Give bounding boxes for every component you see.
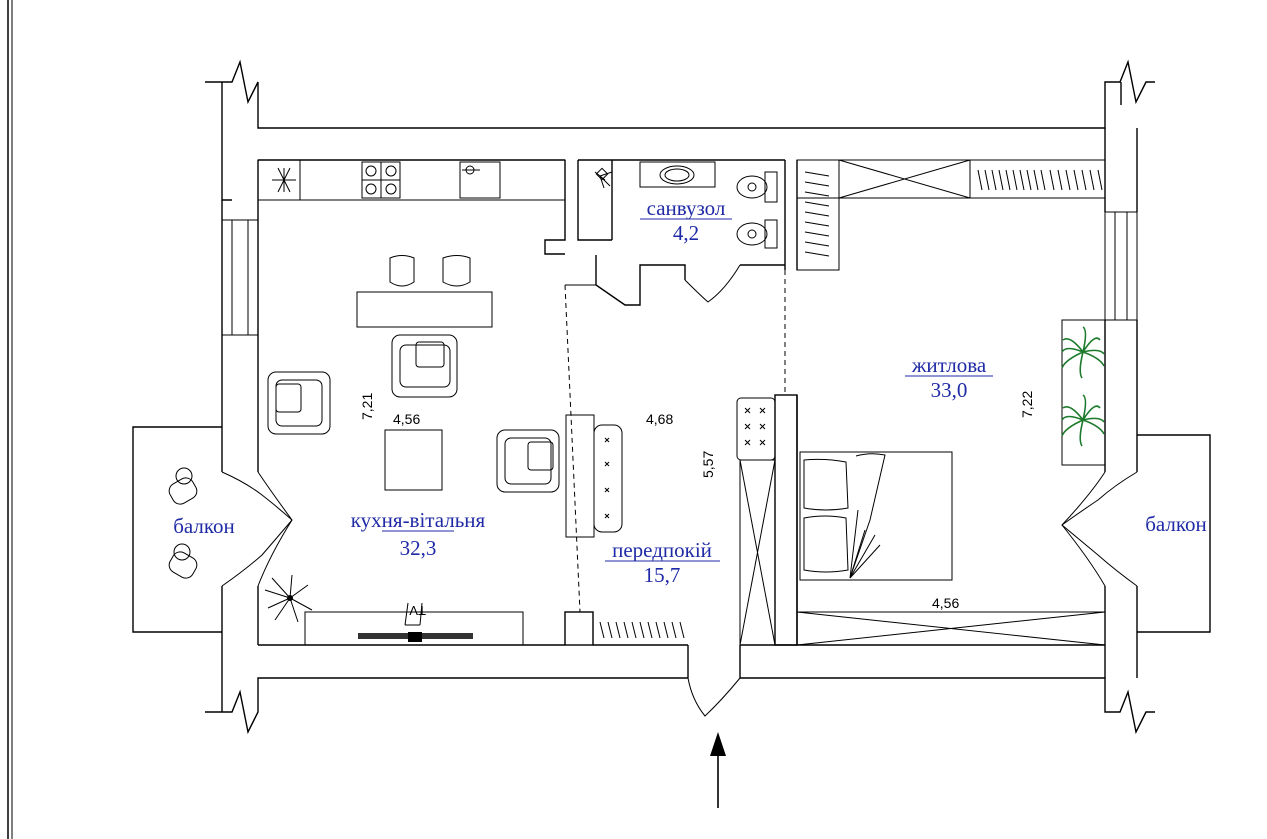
- plant-icon: [1061, 326, 1105, 447]
- dimension-hallway-width: 4,68: [646, 411, 673, 427]
- cabinet-icon: [744, 407, 766, 446]
- dimension-kitchen-height: 7,21: [359, 393, 375, 420]
- armchair-icon: [267, 371, 331, 435]
- dimension-living-width: 4,56: [932, 595, 959, 611]
- room-name-hallway: передпокій: [612, 538, 712, 562]
- armchair-icon: [496, 429, 560, 493]
- sink-icon: [459, 161, 501, 199]
- stove-icon: [361, 161, 401, 199]
- bed-icon: [799, 451, 953, 581]
- balcony-chair-icon: [168, 467, 198, 579]
- dimension-living-height: 7,22: [1019, 391, 1035, 418]
- sofa-icon: [565, 414, 623, 538]
- balcony-left: [132, 426, 293, 633]
- room-area-living: 33,0: [931, 378, 968, 402]
- entrance-arrow-icon: [710, 732, 726, 808]
- bidet-icon: [736, 219, 778, 249]
- page-border: [7, 0, 13, 839]
- room-name-kitchen-living: кухня-вітальня: [351, 508, 486, 532]
- tv-label: TV: [409, 603, 426, 618]
- hanger-rail-icon: [599, 169, 1103, 639]
- plant-icon: [264, 574, 313, 623]
- interior-walls: [257, 159, 1106, 717]
- coffee-table: [384, 429, 443, 491]
- room-name-living: житлова: [911, 353, 987, 377]
- planter: [1061, 319, 1106, 466]
- window-left: [221, 219, 259, 336]
- room-name-bathroom: санвузол: [647, 196, 726, 220]
- toilet-icon: [736, 171, 778, 203]
- armchair-icon: [391, 334, 458, 398]
- dimension-hallway-height: 5,57: [700, 451, 716, 478]
- balcony-right: [1061, 434, 1211, 633]
- room-area-bathroom: 4,2: [673, 221, 699, 245]
- shower-icon: [594, 167, 613, 189]
- washbasin-icon: [639, 161, 716, 188]
- room-area-kitchen-living: 32,3: [400, 536, 437, 560]
- bar-stool-icon: [389, 255, 471, 287]
- room-name-balcony-left: балкон: [173, 514, 235, 538]
- window-right: [1104, 211, 1138, 321]
- dimension-kitchen-width: 4,56: [393, 411, 420, 427]
- room-name-balcony-right: балкон: [1145, 512, 1207, 536]
- kitchen-island: [356, 291, 493, 328]
- fan-icon: [272, 167, 296, 193]
- tv-unit: [304, 602, 524, 646]
- room-area-hallway: 15,7: [644, 563, 681, 587]
